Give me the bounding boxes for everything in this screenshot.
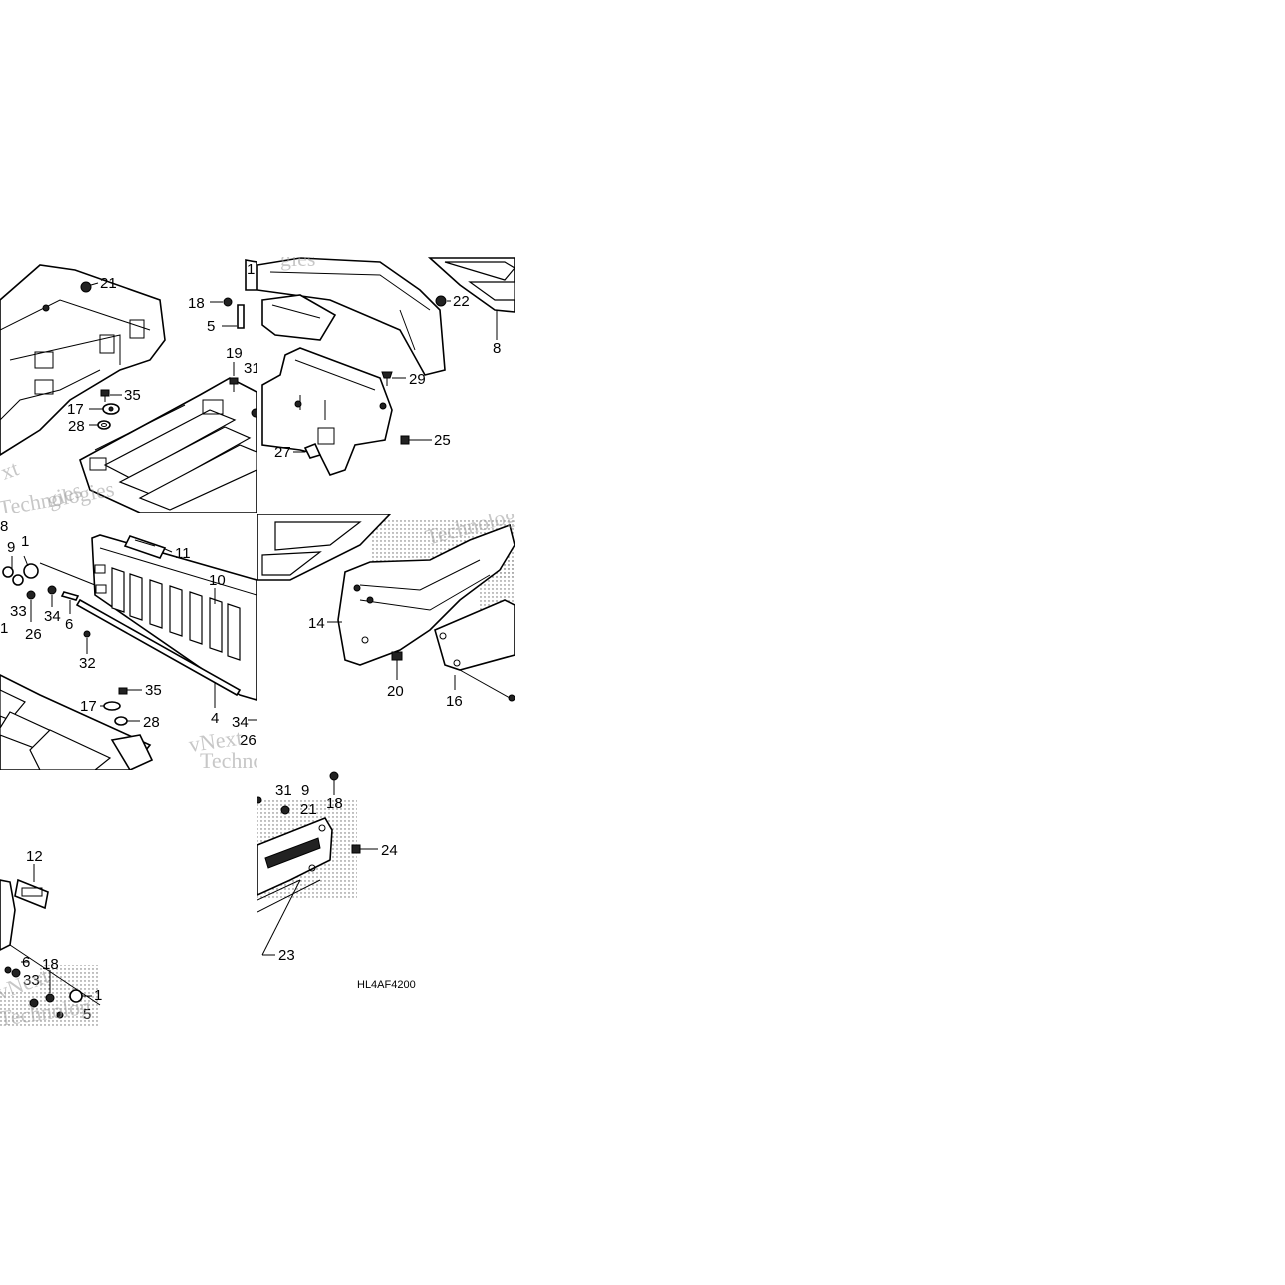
tile-step-plate: 31 9 21 18 24 23 [257, 771, 398, 964]
watermark: Technologies [0, 476, 116, 521]
callout-31: 31 [244, 360, 261, 377]
callout-33: 33 [23, 972, 40, 989]
callout-20: 20 [387, 683, 404, 700]
callout-8: 8 [0, 518, 8, 535]
tile-bed-front-hardware: 18 5 19 31 1 [188, 259, 261, 392]
callout-14: 14 [308, 615, 325, 632]
callout-6: 6 [22, 954, 30, 971]
callout-1: 1 [247, 261, 255, 278]
callout-21: 21 [300, 801, 317, 818]
callout-24: 24 [381, 842, 398, 859]
callout-31: 31 [275, 782, 292, 799]
storage-tray [261, 294, 337, 341]
plate-16 [434, 599, 515, 671]
watermark: gies [280, 246, 315, 271]
callout-12: 12 [26, 848, 43, 865]
callout-1: 1 [94, 987, 102, 1004]
callout-32: 32 [79, 655, 96, 672]
tile-tailgate: 8 9 1 33 26 34 6 1 11 10 32 35 17 28 4 3… [0, 518, 293, 773]
bolt-35-icon [100, 389, 110, 402]
bulkhead-frame [0, 264, 166, 456]
callout-28: 28 [143, 714, 160, 731]
callout-35: 35 [124, 387, 141, 404]
tile-emblem: 12 18 6 33 1 5 vNext Technolog [0, 848, 102, 1027]
bolt-25-icon [400, 435, 418, 445]
callout-8: 8 [493, 340, 501, 357]
callout-17: 17 [80, 698, 97, 715]
clip-22-icon [435, 295, 447, 307]
callout-9: 9 [301, 782, 309, 799]
tailgate-windows [111, 567, 241, 661]
clip-29-icon [381, 371, 393, 386]
callout-19: 19 [226, 345, 243, 362]
hook-17-icon [102, 403, 120, 415]
callout-18: 18 [42, 956, 59, 973]
rod [75, 598, 242, 697]
callout-29: 29 [409, 371, 426, 388]
tile-bed-front: 21 35 17 28 xt gies Technologies [0, 264, 257, 521]
callout-34: 34 [44, 608, 61, 625]
emblem-11 [123, 535, 167, 559]
tile-side-panel: 22 8 29 25 27 gies [257, 246, 515, 476]
watermark: xt [0, 455, 22, 484]
callout-1: 1 [21, 533, 29, 550]
watermark: Technolog [200, 748, 293, 773]
side-skirt-14 [337, 523, 515, 666]
callout-5: 5 [83, 1006, 91, 1023]
clip-20-icon [391, 651, 403, 680]
callout-1: 1 [0, 620, 8, 637]
nut-27-icon [303, 442, 322, 459]
callout-18: 18 [188, 295, 205, 312]
callout-10: 10 [209, 572, 226, 589]
callout-16: 16 [446, 693, 463, 710]
callout-33: 33 [10, 603, 27, 620]
callout-26: 26 [25, 626, 42, 643]
tile-side-skirt: 14 20 16 Technologies [257, 514, 515, 710]
callout-35: 35 [145, 682, 162, 699]
screw-24-icon [351, 844, 378, 854]
callout-25: 25 [434, 432, 451, 449]
callout-4: 4 [211, 710, 219, 727]
callout-26: 26 [240, 732, 257, 749]
bolt-21-icon [80, 281, 92, 293]
frame-window [34, 351, 54, 369]
callout-11: 11 [175, 545, 191, 562]
callout-34: 34 [232, 714, 249, 731]
emblem-12 [14, 878, 49, 910]
storage-box [261, 347, 393, 476]
callout-9: 9 [7, 539, 15, 556]
tailgate-edge [0, 879, 16, 951]
callout-18: 18 [326, 795, 343, 812]
callout-5: 5 [207, 318, 215, 335]
callout-22: 22 [453, 293, 470, 310]
callout-21: 21 [100, 275, 117, 292]
callout-17: 17 [67, 401, 84, 418]
callout-6: 6 [65, 616, 73, 633]
callout-23: 23 [278, 947, 295, 964]
grommet-28-icon [97, 420, 111, 430]
callout-28: 28 [68, 418, 85, 435]
callout-27: 27 [274, 444, 291, 461]
diagram-code: HL4AF4200 [357, 979, 416, 991]
